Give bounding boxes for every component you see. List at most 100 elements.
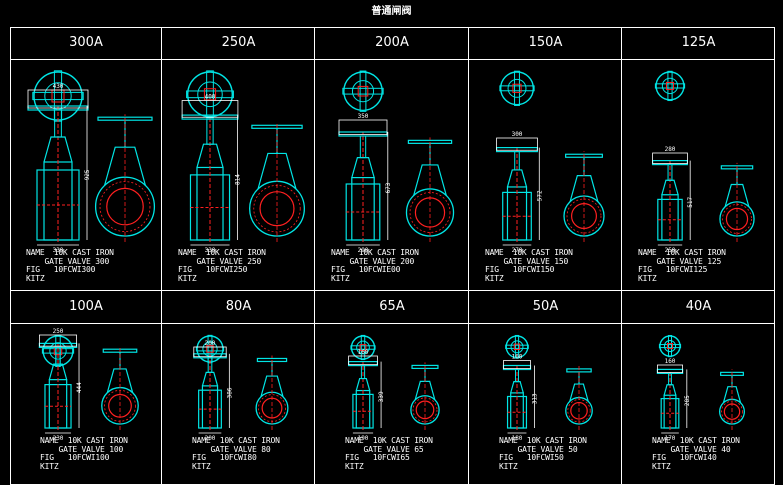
svg-text:280: 280 [665,146,676,153]
side-view [249,122,305,242]
spec-fig: FIG 10FCWI100 [40,453,110,462]
spec-maker: KITZ [331,273,350,283]
handwheel-icon [499,70,535,106]
spec-maker: KITZ [26,273,45,283]
svg-text:400: 400 [205,94,216,101]
spec-name1: NAME 10K CAST IRON [26,248,114,257]
svg-text:160: 160 [665,358,676,365]
svg-text:673: 673 [385,182,392,193]
svg-text:290: 290 [358,247,369,254]
handwheel-icon [350,334,376,361]
side-view [101,346,139,430]
spec-name2: GATE VALVE 100 [40,444,124,454]
size-label: 150A [528,35,563,50]
spec-name1: NAME 10K CAST IRON [331,248,419,257]
front-view [347,361,378,430]
spec-name2: GATE VALVE 50 [499,444,578,454]
side-view [94,114,156,242]
front-view [181,114,239,242]
side-view [410,362,440,430]
front-view [502,364,532,430]
spec-fig: FIG 10FCWI50 [499,453,564,462]
spec-fig: FIG 10FCWI250 [178,265,248,274]
svg-text:270: 270 [512,247,523,254]
spec-name2: GATE VALVE 200 [331,256,415,266]
size-label: 100A [69,299,103,314]
spec-name2: GATE VALVE 125 [638,256,722,266]
svg-text:200: 200 [205,435,216,442]
spec-maker: KITZ [485,273,504,283]
front-view [496,146,538,242]
svg-text:190: 190 [358,435,369,442]
valve-drawing: 160 339 190 [347,334,440,442]
drawing-title: 普通闸阀 [371,6,412,17]
spec-name2: GATE VALVE 300 [26,256,110,266]
svg-text:386: 386 [226,387,233,398]
spec-name1: NAME 10K CAST IRON [345,436,433,445]
spec-maker: KITZ [345,461,364,471]
size-label: 65A [379,299,405,314]
spec-name1: NAME 10K CAST IRON [192,436,280,445]
svg-text:160: 160 [358,349,369,356]
svg-text:339: 339 [378,391,385,402]
side-view [565,365,593,430]
spec-fig: FIG 10FCWI125 [638,265,708,274]
handwheel-icon [186,70,234,119]
svg-text:230: 230 [53,435,64,442]
svg-text:572: 572 [536,190,543,201]
spec-fig: FIG 10FCWI300 [26,265,96,274]
side-view [255,355,289,430]
spec-name2: GATE VALVE 250 [178,256,262,266]
size-label: 300A [69,35,103,50]
spec-maker: KITZ [638,273,657,283]
size-label: 250A [221,35,256,50]
handwheel-icon [505,334,529,359]
svg-text:313: 313 [531,393,538,404]
dimension-lines: 160 285 170 [657,358,691,442]
spec-fig: FIG 10FCWIE00 [331,265,401,274]
spec-name1: NAME 10K CAST IRON [652,436,740,445]
spec-name1: NAME 10K CAST IRON [485,248,573,257]
spec-maker: KITZ [40,461,59,471]
svg-text:250: 250 [665,247,676,254]
svg-text:250: 250 [53,328,64,335]
valve-drawing: 200 386 200 [193,334,289,442]
svg-text:170: 170 [665,435,676,442]
handwheel-icon [658,334,682,358]
front-view [193,353,227,430]
size-label: 80A [225,299,252,314]
svg-text:300: 300 [512,131,523,138]
handwheel-icon [342,70,384,112]
front-view [38,342,78,430]
dimension-lines: 160 339 190 [348,349,385,442]
dimension-lines: 300 572 270 [496,131,543,254]
spec-name1: NAME 10K CAST IRON [40,436,128,445]
svg-text:200: 200 [205,340,216,347]
spec-name2: GATE VALVE 40 [652,444,731,454]
svg-text:285: 285 [684,395,691,406]
size-label: 40A [685,299,712,314]
spec-maker: KITZ [652,461,671,471]
svg-text:517: 517 [687,196,694,207]
